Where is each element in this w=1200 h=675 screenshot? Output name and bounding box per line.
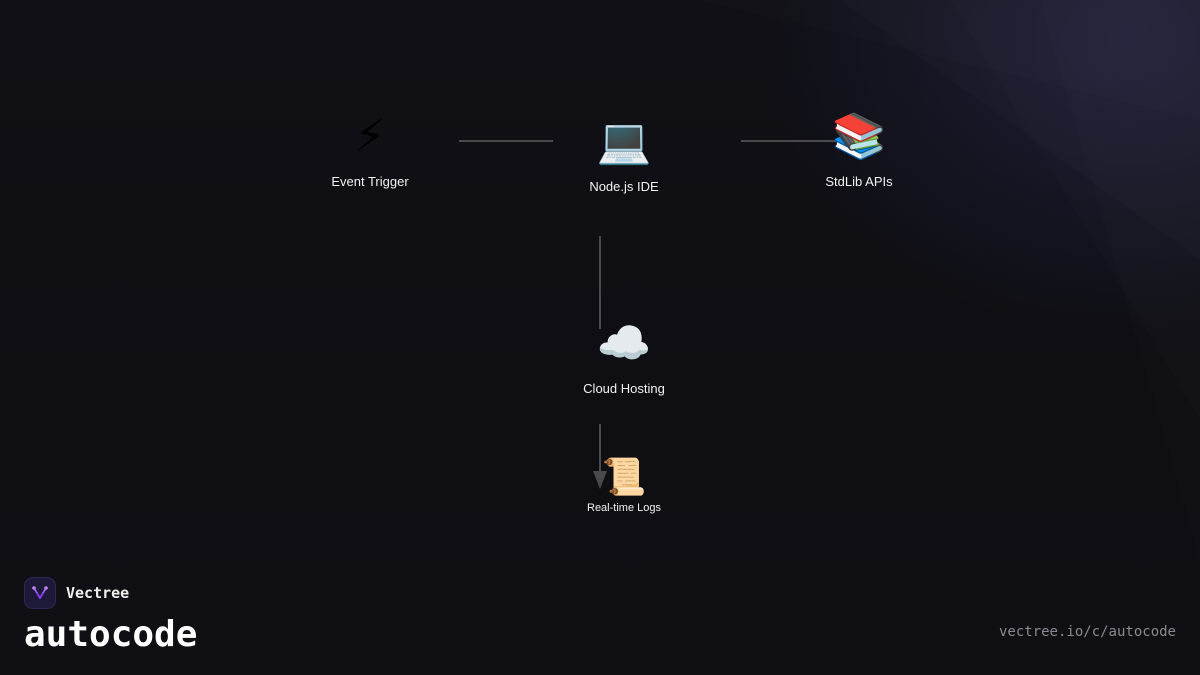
product-title: autocode bbox=[24, 614, 198, 655]
node-label-nodejs-ide: Node.js IDE bbox=[589, 179, 659, 194]
lightning-icon: ⚡ bbox=[354, 111, 386, 162]
product-url[interactable]: vectree.io/c/autocode bbox=[998, 624, 1176, 640]
node-cloud-hosting: ☁️ Cloud Hosting bbox=[544, 318, 704, 397]
branding: Vectree autocode bbox=[24, 577, 197, 657]
laptop-icon: 💻 bbox=[596, 116, 652, 167]
company-name: Vectree bbox=[66, 584, 130, 602]
cloud-icon: ☁️ bbox=[596, 318, 652, 369]
node-label-event-trigger: Event Trigger bbox=[331, 174, 409, 189]
node-label-cloud-hosting: Cloud Hosting bbox=[583, 381, 665, 396]
books-icon: 📚 bbox=[831, 111, 887, 162]
node-event-trigger: ⚡ Event Trigger bbox=[290, 111, 450, 190]
node-label-realtime-logs: Real-time Logs bbox=[587, 502, 661, 514]
node-stdlib-apis: 📚 StdLib APIs bbox=[779, 111, 939, 190]
node-realtime-logs: 📜 Real-time Logs bbox=[544, 457, 704, 515]
scroll-icon: 📜 bbox=[601, 457, 647, 498]
arrowhead-to-logs bbox=[593, 471, 607, 489]
vectree-logo-icon bbox=[24, 577, 56, 609]
node-nodejs-ide: 💻 Node.js IDE bbox=[544, 116, 704, 195]
node-label-stdlib-apis: StdLib APIs bbox=[825, 174, 893, 189]
